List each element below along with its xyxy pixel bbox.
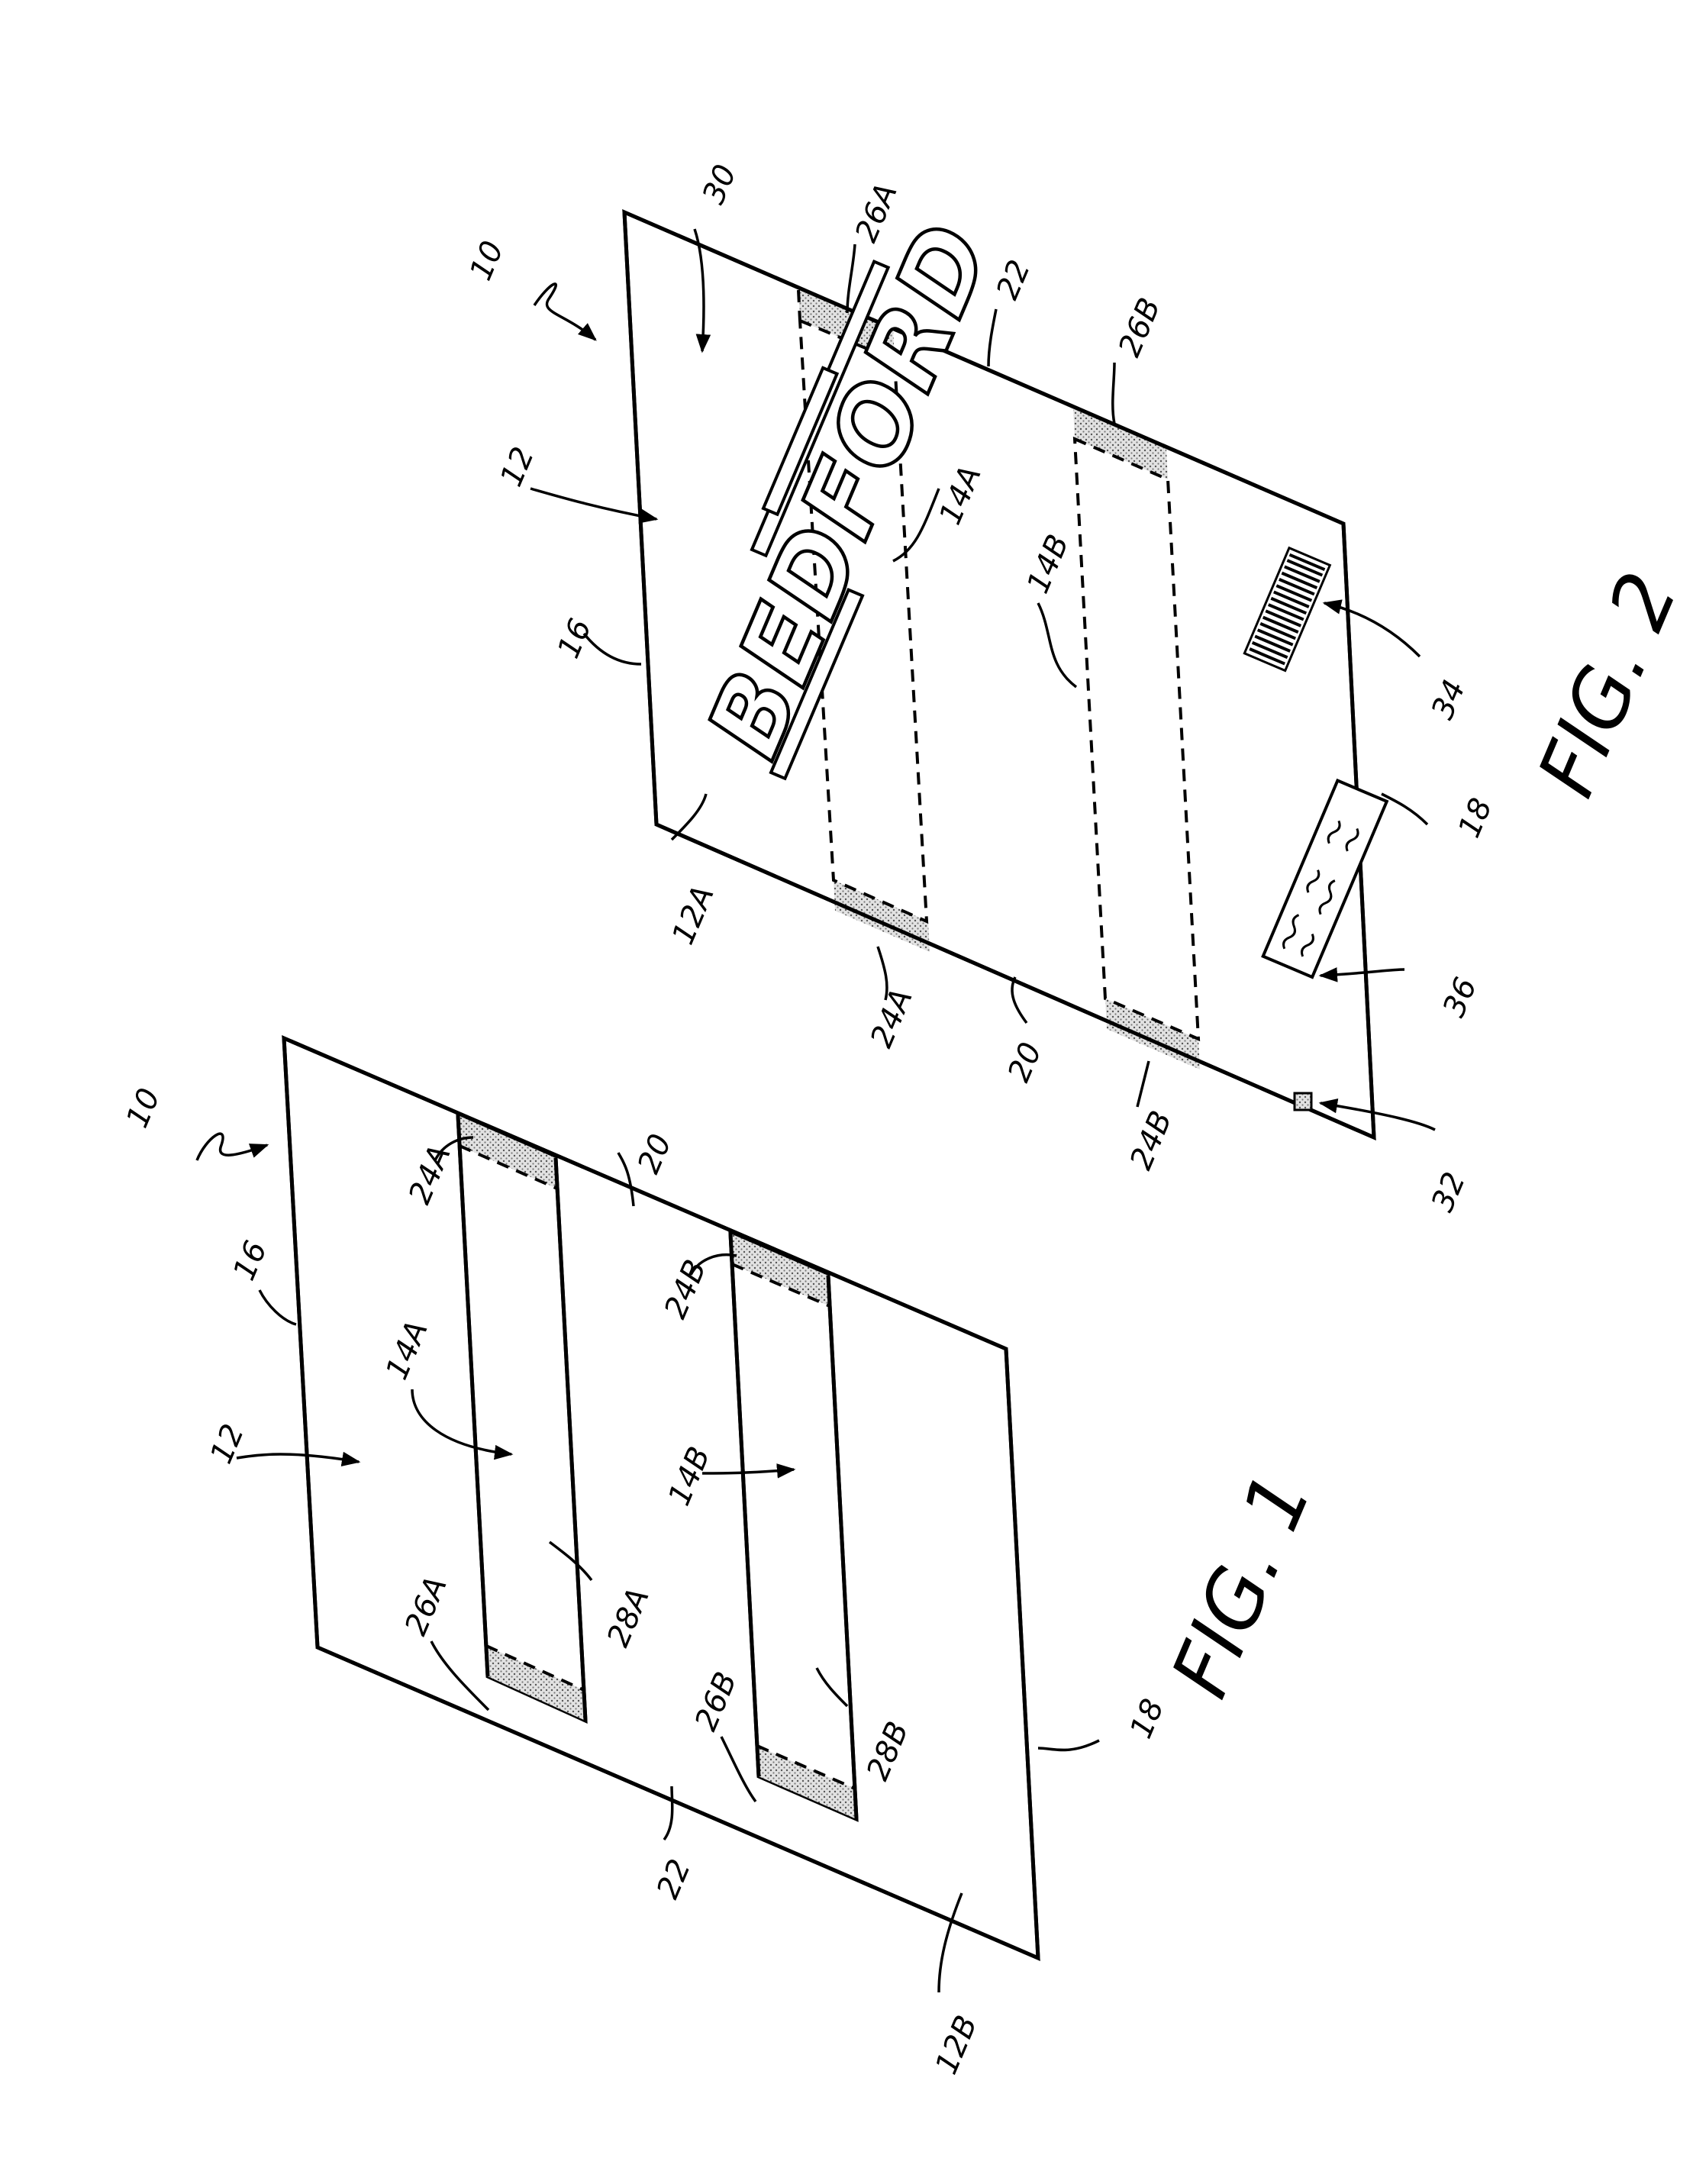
- fig1-label-10: 10: [120, 1083, 167, 1133]
- fig1-leader-16: [260, 1290, 296, 1324]
- fig2-label-18: 18: [1452, 793, 1499, 843]
- fig2-leader-18: [1382, 794, 1427, 824]
- fig2-label-32: 32: [1425, 1167, 1472, 1217]
- fig2-label-26b: 26B: [1112, 293, 1168, 362]
- fig1-label-16: 16: [227, 1236, 274, 1286]
- fig2-label-12a: 12A: [666, 881, 721, 950]
- fig1-label-18: 18: [1124, 1694, 1171, 1744]
- fig2-leader-22: [988, 309, 996, 366]
- fig2-label-20: 20: [1001, 1037, 1049, 1087]
- fig2-small-mark: [1295, 1093, 1311, 1110]
- fig2-leader-26a: [847, 244, 855, 313]
- fig2-label-16: 16: [551, 614, 598, 663]
- fig2-leader-10: [534, 284, 595, 340]
- fig2-label-30: 30: [696, 160, 743, 209]
- figure-2: BEDFORD 10: [463, 160, 1693, 1217]
- fig2-label-10: 10: [463, 236, 511, 286]
- fig2-label-36: 36: [1437, 973, 1484, 1022]
- fig2-leader-24b: [1137, 1061, 1149, 1107]
- fig2-figure-label: FIG. 2: [1520, 560, 1693, 809]
- fig2-label-24a: 24A: [864, 984, 920, 1053]
- fig1-leader-10: [197, 1134, 267, 1160]
- fig2-label-34: 34: [1425, 675, 1472, 724]
- fig1-label-22: 22: [650, 1854, 698, 1904]
- fig1-label-12: 12: [204, 1419, 251, 1469]
- figure-1: 10 16 12 14A 14B 24A 24B 20 28A 26A 26B …: [120, 1038, 1330, 2079]
- fig1-leader-18: [1038, 1740, 1099, 1750]
- fig2-label-24b: 24B: [1124, 1106, 1179, 1175]
- fig2-label-12: 12: [494, 442, 541, 492]
- fig1-label-12b: 12B: [929, 2011, 985, 2079]
- fig1-label-20: 20: [631, 1129, 679, 1179]
- fig2-leader-26b: [1113, 363, 1114, 424]
- fig1-figure-label: FIG. 1: [1153, 1460, 1330, 1710]
